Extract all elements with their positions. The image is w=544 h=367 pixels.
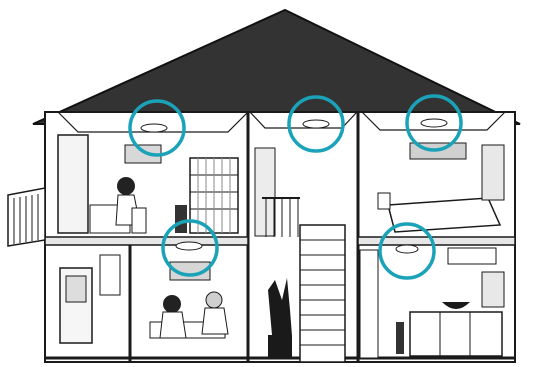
- smoke-detector-icon: [141, 124, 167, 132]
- balcony: [8, 188, 45, 246]
- fire-extinguisher: [396, 322, 404, 354]
- grandparent-head: [206, 292, 222, 308]
- shoe-shelf: [100, 255, 120, 295]
- kitchen-counter: [410, 312, 502, 356]
- nightstand-lamp: [378, 193, 390, 209]
- bedroom-door: [58, 135, 88, 233]
- staircase: [300, 225, 345, 362]
- grandparent-body: [202, 308, 228, 334]
- child-head: [117, 177, 135, 195]
- window-curtain: [482, 145, 504, 200]
- chair: [132, 208, 146, 233]
- door-window: [66, 276, 86, 302]
- lower-stair-extension: [360, 250, 378, 358]
- trash-bin: [175, 205, 187, 233]
- mother-head: [163, 295, 181, 313]
- range-hood: [448, 248, 496, 264]
- smoke-detector-icon: [421, 119, 447, 127]
- smoke-detector-icon: [303, 120, 329, 128]
- kitchen-window: [482, 272, 504, 307]
- smoke-detector-icon: [176, 242, 202, 250]
- mother-body: [160, 312, 186, 338]
- hall-door: [255, 148, 275, 236]
- smoke-detector-icon: [396, 245, 418, 253]
- roof: [33, 10, 520, 124]
